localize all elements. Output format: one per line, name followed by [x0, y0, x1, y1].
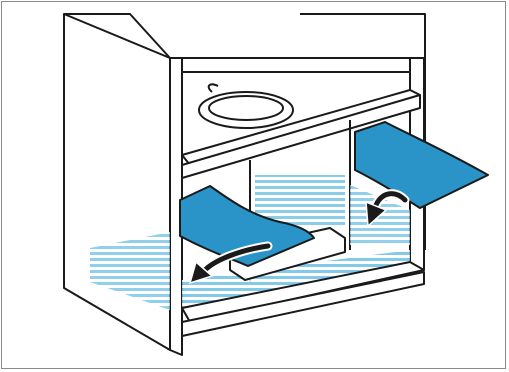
top-shelf: [182, 58, 420, 72]
back-wall-stripes: [255, 175, 345, 225]
drain-hole-icon: [199, 84, 293, 128]
